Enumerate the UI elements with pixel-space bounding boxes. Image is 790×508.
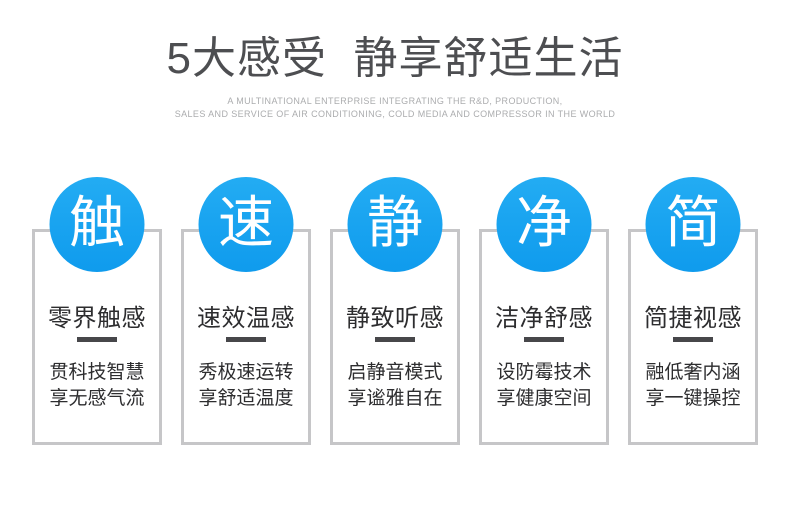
page-subtitle: A MULTINATIONAL ENTERPRISE INTEGRATING T…	[0, 95, 790, 121]
feature-card-description: 设防霉技术 享健康空间	[482, 360, 606, 412]
feature-desc-line-2: 享无感气流	[49, 387, 145, 409]
feature-badge-circle: 净	[496, 176, 592, 272]
feature-card: 速 速效温感 秀极速运转 享舒适温度	[181, 176, 311, 445]
feature-badge-circle: 静	[347, 176, 443, 272]
feature-card-title: 洁净舒感	[495, 304, 593, 332]
title-underline-divider	[226, 336, 266, 342]
feature-badge-character: 净	[516, 191, 572, 255]
feature-desc-line-2: 享舒适温度	[198, 387, 294, 409]
title-underline-divider	[375, 336, 415, 342]
feature-desc-line-2: 享谧雅自在	[347, 387, 443, 409]
feature-desc-line-1: 设防霉技术	[496, 361, 592, 383]
feature-card-title: 简捷视感	[644, 304, 742, 332]
feature-card: 触 零界触感 贯科技智慧 享无感气流	[32, 176, 162, 445]
feature-card-title: 零界触感	[48, 304, 146, 332]
feature-badge-circle: 速	[198, 176, 294, 272]
feature-badge-circle: 简	[645, 176, 741, 272]
feature-desc-line-1: 启静音模式	[347, 361, 443, 383]
feature-card-description: 贯科技智慧 享无感气流	[35, 360, 159, 412]
feature-desc-line-1: 秀极速运转	[198, 361, 294, 383]
page-title: 5大感受 静享舒适生活	[166, 34, 624, 83]
feature-badge-character: 简	[665, 191, 721, 255]
feature-card-description: 融低奢内涵 享一键操控	[631, 360, 755, 412]
feature-badge-character: 速	[218, 191, 274, 255]
subtitle-line-2: SALES AND SERVICE OF AIR CONDITIONING, C…	[174, 108, 616, 119]
feature-card: 简 简捷视感 融低奢内涵 享一键操控	[628, 176, 758, 445]
feature-badge-circle: 触	[49, 176, 145, 272]
title-underline-divider	[77, 336, 117, 342]
feature-card-box: 洁净舒感 设防霉技术 享健康空间	[479, 228, 609, 445]
feature-desc-line-2: 享健康空间	[496, 387, 592, 409]
title-underline-divider	[673, 336, 713, 342]
feature-card-box: 速效温感 秀极速运转 享舒适温度	[181, 228, 311, 445]
title-underline-divider	[524, 336, 564, 342]
feature-card: 静 静致听感 启静音模式 享谧雅自在	[330, 176, 460, 445]
feature-card-description: 秀极速运转 享舒适温度	[184, 360, 308, 412]
feature-desc-line-1: 贯科技智慧	[49, 361, 145, 383]
feature-badge-character: 触	[69, 191, 125, 255]
feature-desc-line-2: 享一键操控	[645, 387, 741, 409]
subtitle-line-1: A MULTINATIONAL ENTERPRISE INTEGRATING T…	[227, 95, 563, 106]
feature-card: 净 洁净舒感 设防霉技术 享健康空间	[479, 176, 609, 445]
feature-badge-character: 静	[367, 191, 423, 255]
feature-cards-row: 触 零界触感 贯科技智慧 享无感气流 速 速效温感 秀极速运转 享舒适温度 静	[0, 176, 790, 445]
feature-card-description: 启静音模式 享谧雅自在	[333, 360, 457, 412]
feature-card-title: 速效温感	[197, 304, 295, 332]
feature-card-title: 静致听感	[346, 304, 444, 332]
feature-desc-line-1: 融低奢内涵	[645, 361, 741, 383]
